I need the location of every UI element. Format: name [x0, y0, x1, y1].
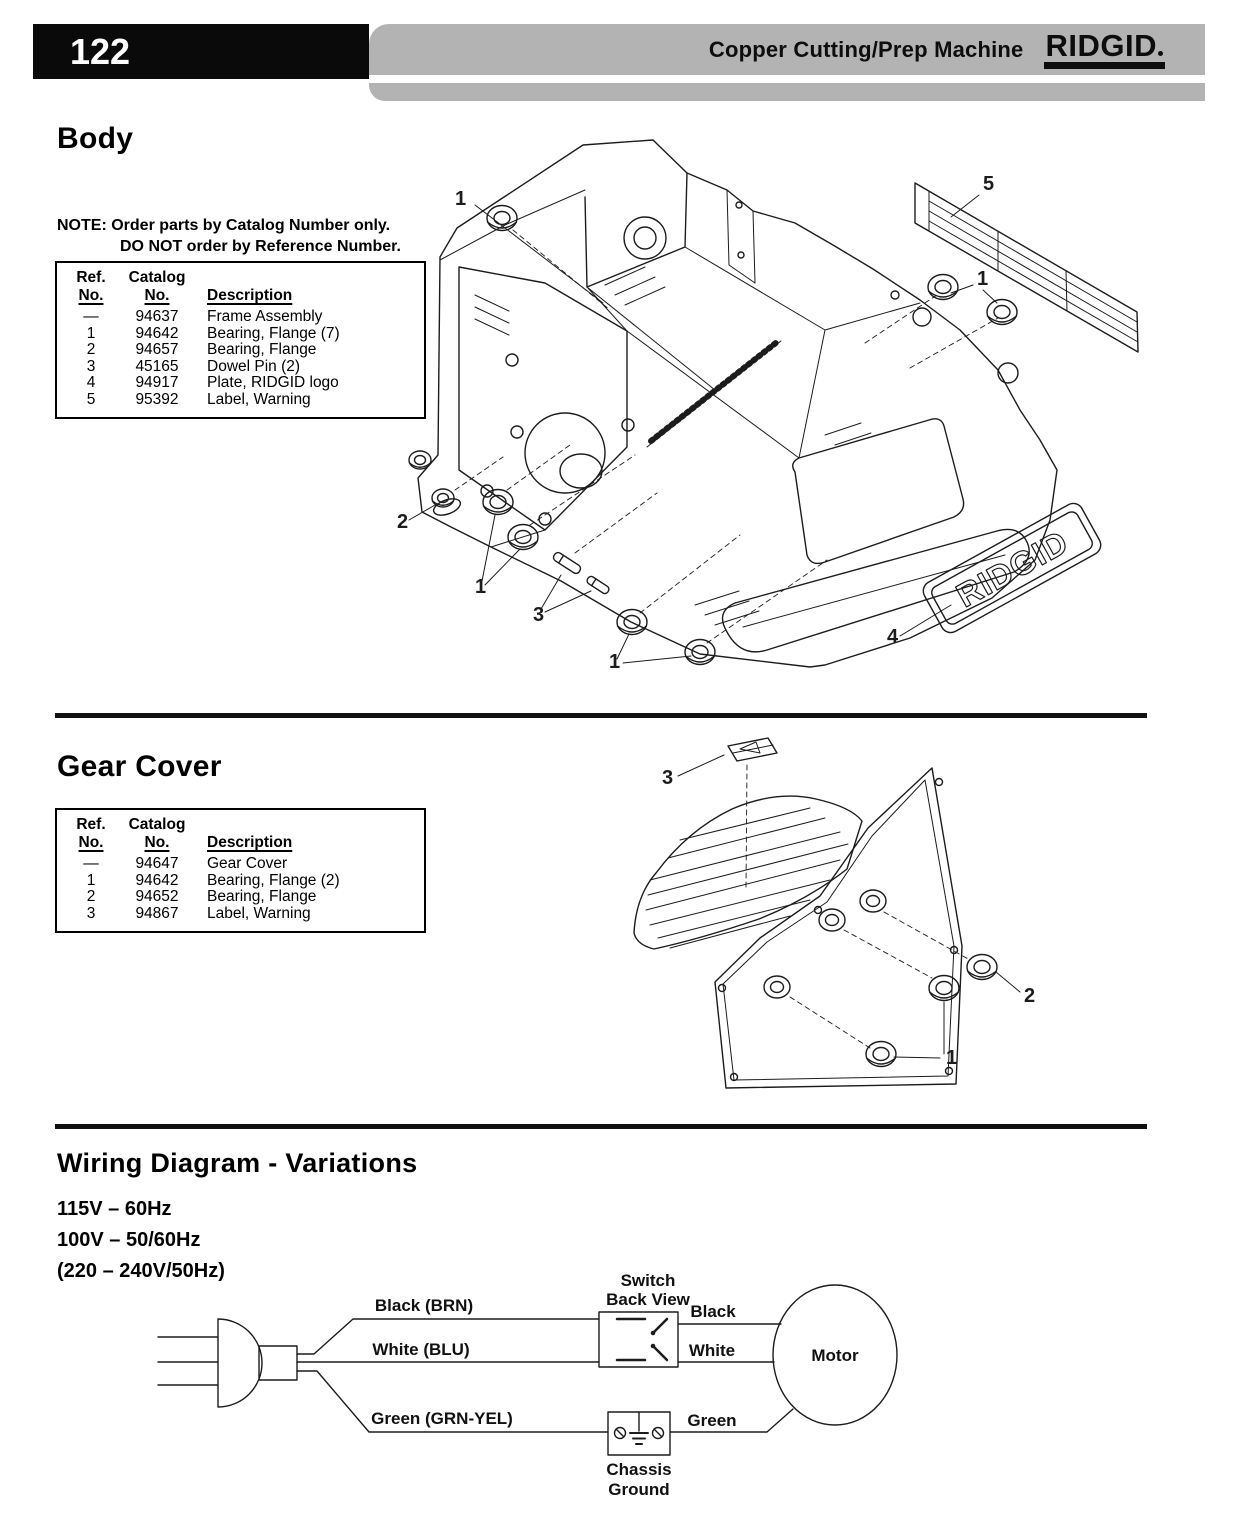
callout-2: 2: [397, 511, 408, 533]
supply-wires: [296, 1318, 609, 1433]
switch-box: [598, 1311, 679, 1368]
callout-5: 5: [983, 173, 994, 195]
callout-1-top: 1: [455, 188, 466, 210]
page-number-box: 122: [33, 24, 369, 79]
voltage-variation: (220 – 240V/50Hz): [57, 1260, 225, 1282]
chassis-ground-box: [607, 1411, 671, 1456]
section-divider: [55, 1124, 1147, 1129]
callout-3: 3: [533, 604, 544, 626]
frame-assembly-outline: [417, 139, 1058, 668]
gear-cover-diagram: 3 2 1: [633, 737, 1035, 1089]
warning-label-strip: [914, 182, 1139, 353]
header-strip: [369, 83, 1205, 101]
power-plug: [157, 1318, 298, 1408]
col-catalog-label: Catalog: [128, 269, 186, 286]
gear-flange-bearings: [865, 953, 998, 1068]
callout-leader: [677, 754, 725, 777]
callout-4: 4: [887, 626, 899, 648]
wiring-diagram: Switch Back View Black (BRN) White (BLU)…: [157, 1271, 898, 1499]
chassis-label-line2: Ground: [608, 1480, 669, 1499]
header-title: Copper Cutting/Prep Machine: [708, 36, 1024, 62]
callout-leaders: [408, 194, 998, 664]
wire-label-black: Black: [690, 1302, 736, 1321]
order-note-line2: DO NOT order by Reference Number.: [120, 238, 401, 255]
col-ref-label2: No.: [78, 287, 104, 304]
wire-label-green: Green: [687, 1411, 736, 1430]
voltage-variation: 115V – 60Hz: [57, 1198, 172, 1220]
col-description-label: Description: [207, 287, 293, 304]
switch-label-line2: Back View: [606, 1290, 691, 1309]
section-divider: [55, 713, 1147, 718]
chassis-label-line1: Chassis: [606, 1460, 671, 1479]
brand-logo: RIDGID: [1043, 27, 1165, 69]
dowel-pins: [552, 551, 610, 595]
gear-cover-plate: [714, 767, 963, 1089]
wiring-heading: Wiring Diagram - Variations: [57, 1148, 418, 1178]
ridgid-logo-plate: RIDGID: [922, 502, 1102, 634]
callout-1-left: 1: [475, 576, 486, 598]
col-catalog-label2: No.: [144, 287, 170, 304]
wire-label-black-brn: Black (BRN): [375, 1296, 473, 1315]
order-note-line1: NOTE: Order parts by Catalog Number only…: [57, 217, 391, 234]
motor-circle: [772, 1284, 898, 1426]
wire-label-green-grnyel: Green (GRN-YEL): [371, 1409, 513, 1428]
motor-label: Motor: [811, 1346, 859, 1365]
gear-cover-hood: [633, 795, 863, 950]
gear-cover-heading: Gear Cover: [57, 750, 222, 783]
body-section-heading: Body: [57, 122, 134, 155]
brand-text: RIDGID: [1045, 27, 1157, 63]
order-note: NOTE: Order parts by Catalog Number only…: [57, 215, 401, 257]
switch-label-line1: Switch: [621, 1271, 676, 1290]
body-exploded-diagram: RIDGID 1 5 1 2 1 3 1 4: [397, 139, 1139, 673]
callout-3: 3: [662, 767, 673, 789]
page-number: 122: [70, 31, 131, 72]
callout-1-bottom: 1: [609, 651, 620, 673]
wire-label-white-blu: White (BLU): [372, 1340, 469, 1359]
callout-2: 2: [1024, 985, 1035, 1007]
col-ref-label: Ref.: [76, 269, 106, 286]
header-bar: Copper Cutting/Prep Machine RIDGID: [369, 24, 1205, 75]
voltage-variations: 115V – 60Hz 100V – 50/60Hz (220 – 240V/5…: [57, 1194, 225, 1287]
callout-leaders: [893, 971, 1021, 1059]
callout-1-right: 1: [977, 268, 988, 290]
voltage-variation: 100V – 50/60Hz: [57, 1229, 201, 1251]
gear-warning-label: [727, 737, 778, 762]
wire-label-white: White: [689, 1341, 735, 1360]
callout-1: 1: [946, 1047, 957, 1069]
registered-mark-dot: [1158, 50, 1163, 56]
motor-wires: [669, 1323, 794, 1433]
